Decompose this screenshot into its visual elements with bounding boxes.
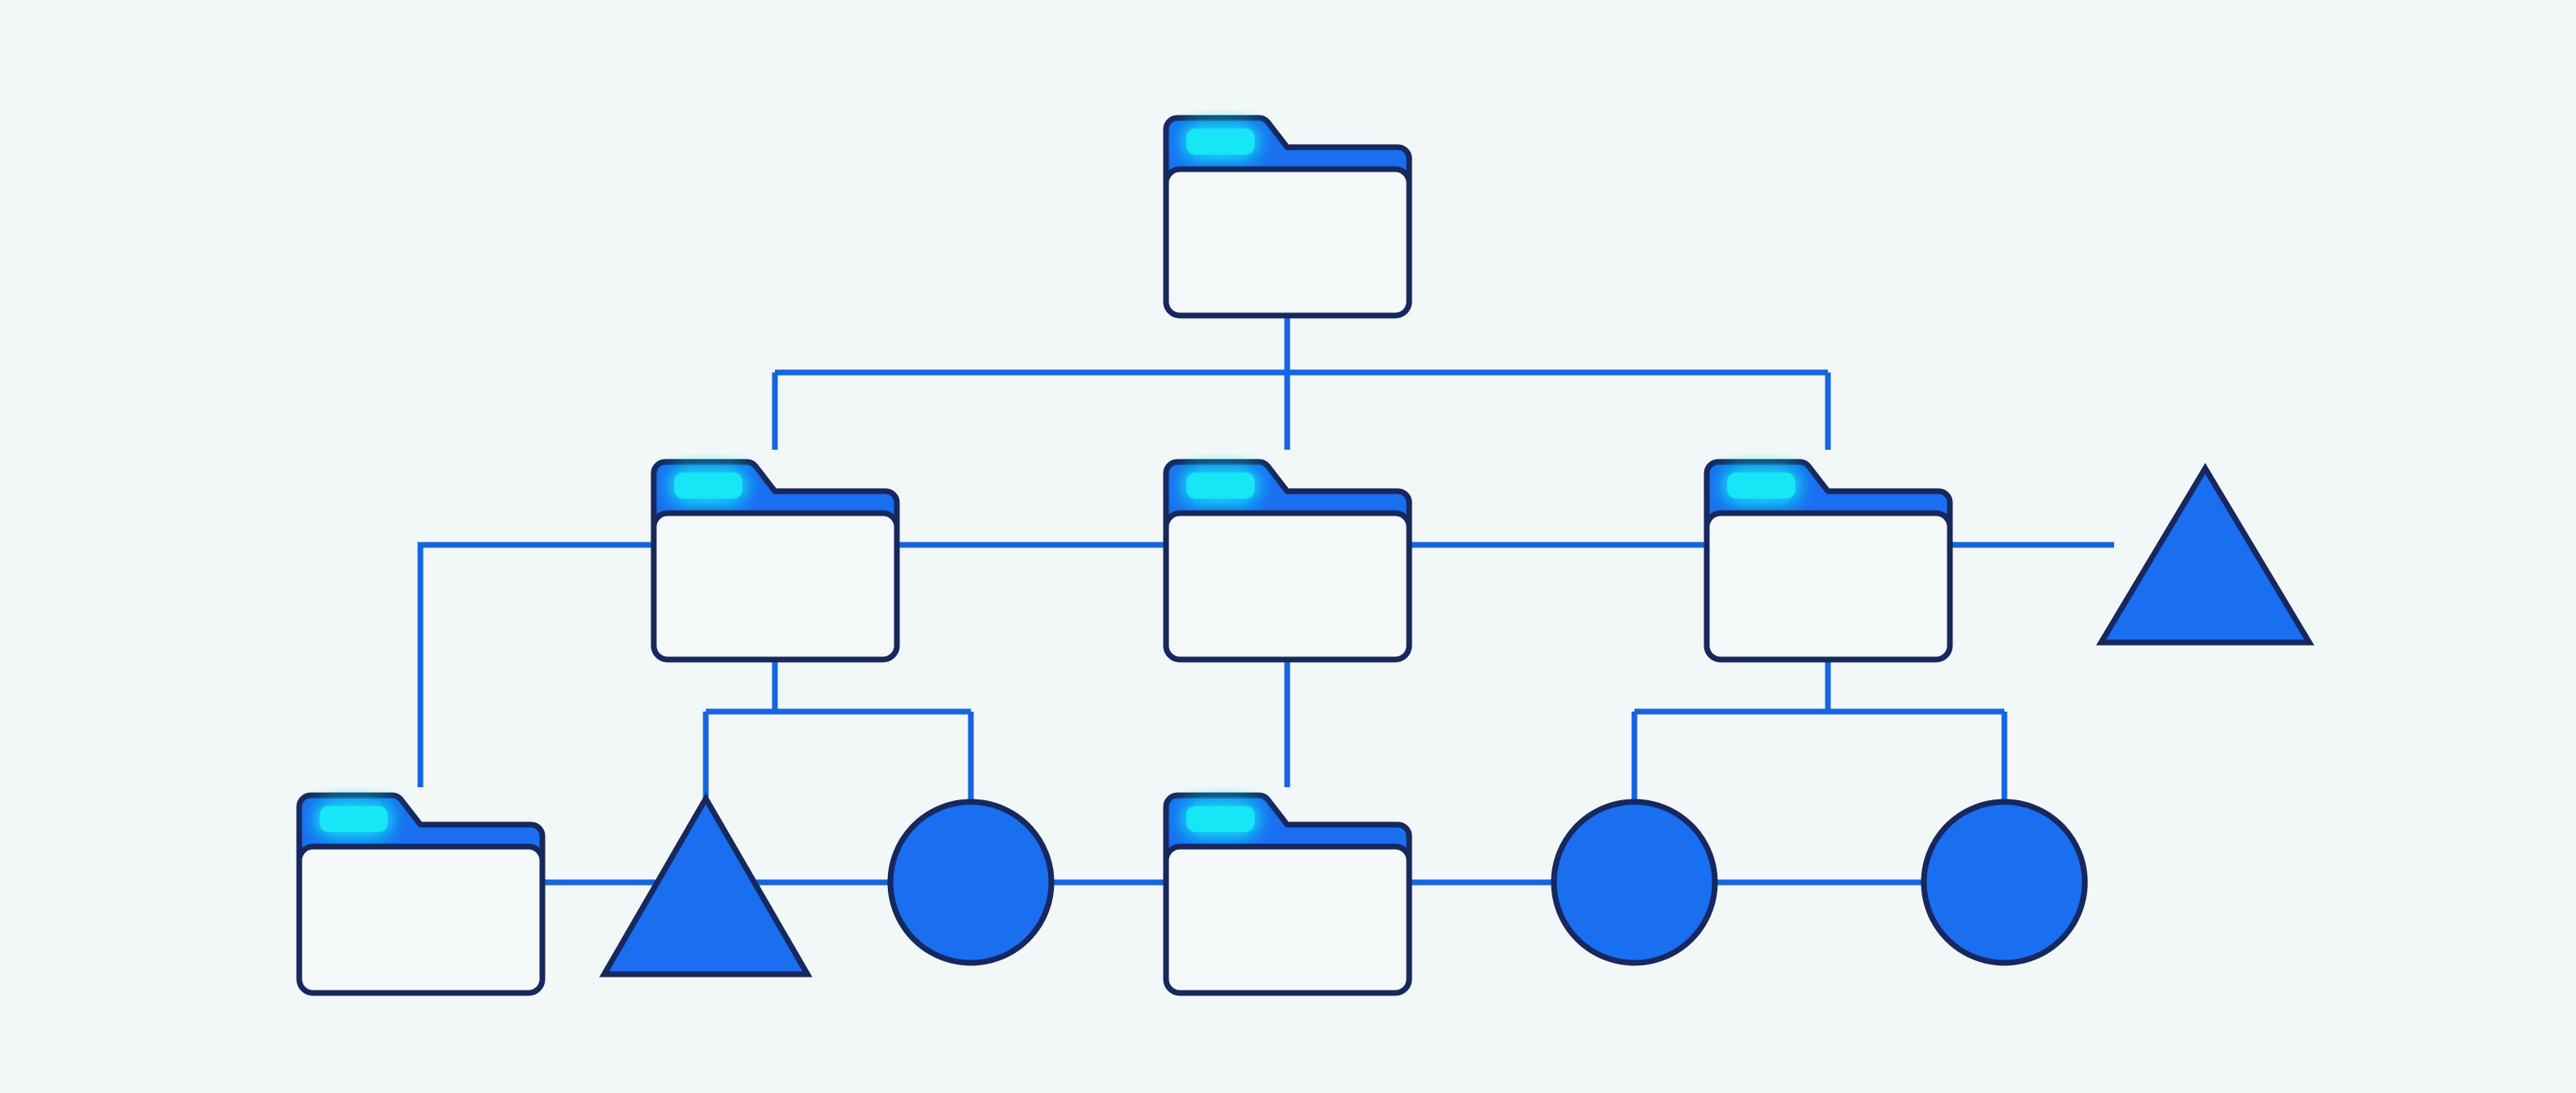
circle-level2-a[interactable]	[887, 799, 1055, 966]
triangle-level2-a[interactable]	[598, 793, 813, 978]
folder-level2-a[interactable]	[299, 795, 542, 993]
edge-f1-to-folder4	[417, 542, 651, 787]
edge-layer	[417, 297, 2114, 886]
triangle-level1-right[interactable]	[2095, 463, 2315, 646]
circle-level2-b[interactable]	[1551, 799, 1718, 966]
folder-level1-b[interactable]	[1166, 462, 1409, 660]
folder-level1-a[interactable]	[654, 462, 897, 660]
folder-root[interactable]	[1166, 118, 1409, 316]
node-layer	[299, 118, 2315, 993]
folder-level2-b[interactable]	[1166, 795, 1409, 993]
folder-level1-c[interactable]	[1707, 462, 1950, 660]
circle-level2-c[interactable]	[1921, 799, 2088, 966]
